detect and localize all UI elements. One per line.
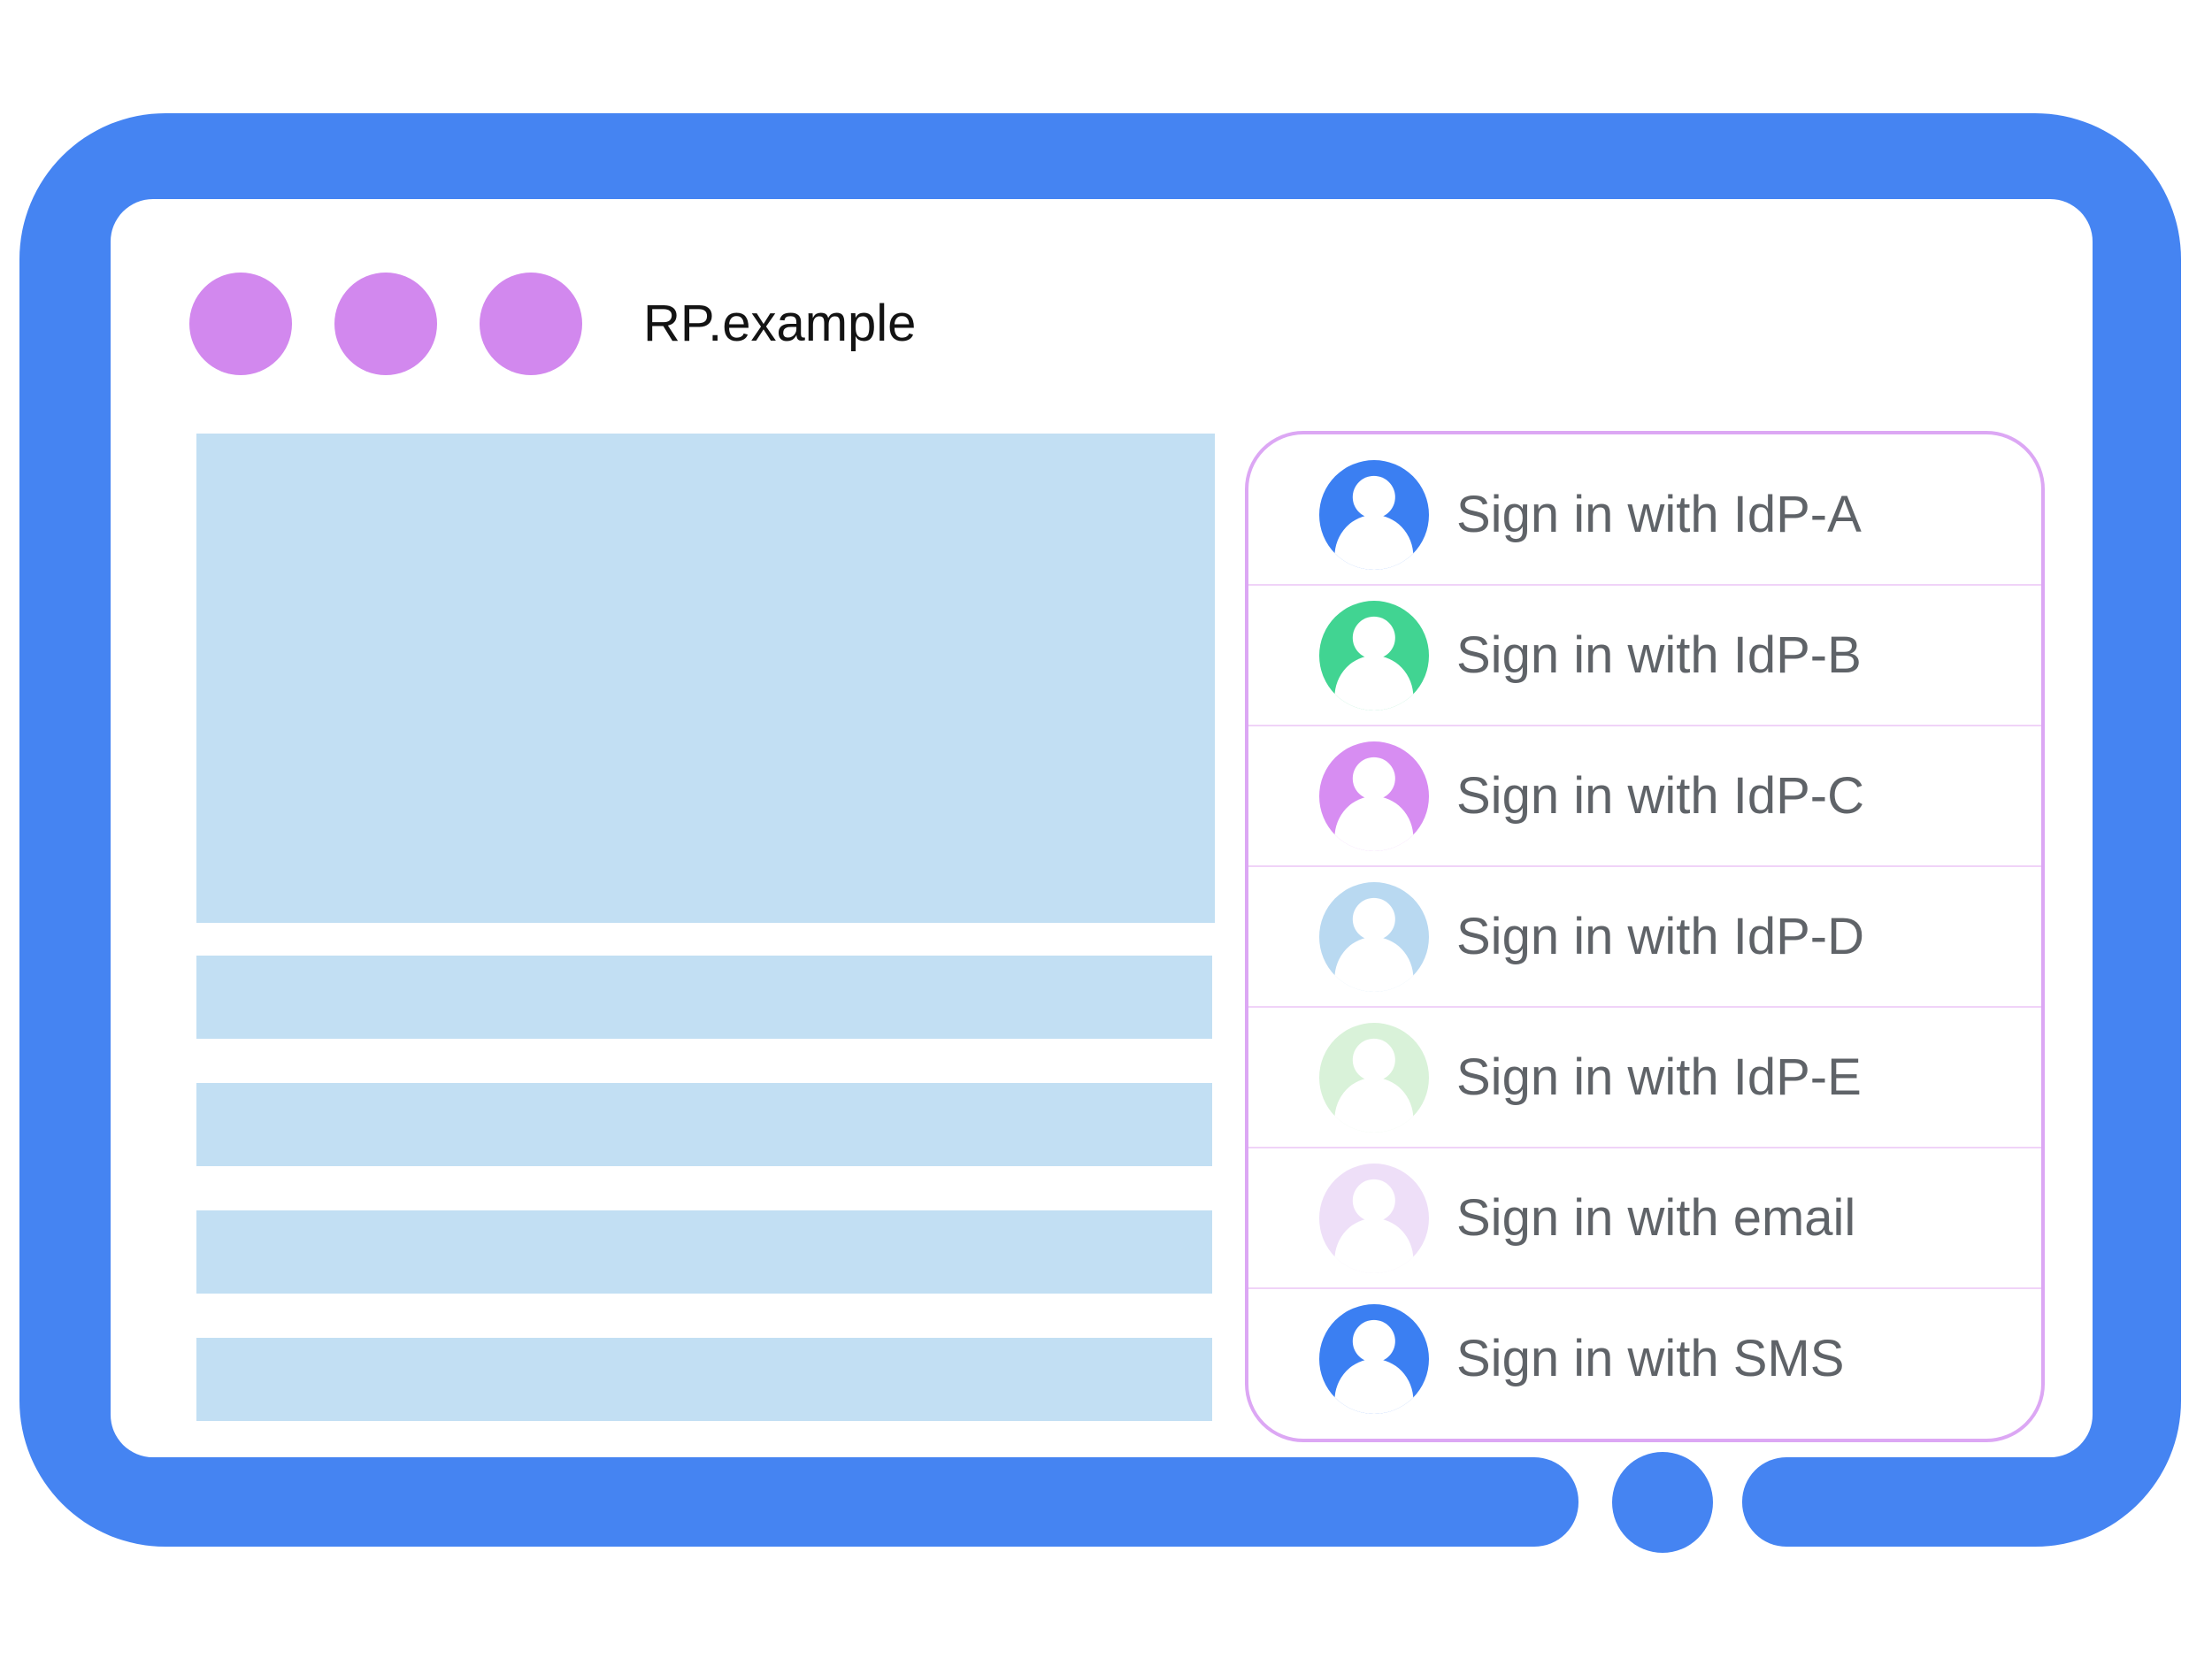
hero-placeholder-block — [196, 434, 1215, 923]
frame-bottom-bar-cap — [1742, 1457, 1831, 1547]
signin-option-label: Sign in with IdP-C — [1456, 767, 1864, 825]
account-icon — [1319, 1303, 1429, 1414]
signin-option-label: Sign in with IdP-A — [1456, 486, 1862, 543]
home-button[interactable] — [1612, 1452, 1713, 1553]
signin-option[interactable]: Sign in with IdP-E — [1248, 1008, 2041, 1148]
account-icon — [1319, 741, 1429, 851]
content-placeholder-bar — [196, 1338, 1212, 1421]
signin-account-chooser-panel: Sign in with IdP-A Sign in with IdP-B Si… — [1245, 431, 2045, 1442]
signin-option[interactable]: Sign in with IdP-B — [1248, 586, 2041, 726]
signin-option[interactable]: Sign in with IdP-C — [1248, 726, 2041, 867]
signin-option-label: Sign in with IdP-B — [1456, 626, 1862, 684]
window-control-dot[interactable] — [480, 273, 582, 375]
frame-bottom-bar-cap — [1490, 1457, 1578, 1547]
window-control-dot[interactable] — [334, 273, 437, 375]
page-title: RP.example — [643, 295, 917, 352]
signin-option-label: Sign in with IdP-D — [1456, 908, 1864, 965]
signin-option[interactable]: Sign in with IdP-D — [1248, 867, 2041, 1008]
content-placeholder-bar — [196, 1083, 1212, 1166]
signin-option-label: Sign in with IdP-E — [1456, 1048, 1862, 1106]
account-icon — [1319, 1163, 1429, 1273]
content-placeholder-bar — [196, 1210, 1212, 1294]
signin-option-label: Sign in with email — [1456, 1189, 1856, 1247]
window-control-dot[interactable] — [189, 273, 292, 375]
account-icon — [1319, 1022, 1429, 1133]
account-icon — [1319, 881, 1429, 992]
signin-option[interactable]: Sign in with IdP-A — [1248, 445, 2041, 586]
signin-option[interactable]: Sign in with email — [1248, 1148, 2041, 1289]
content-placeholder-bar — [196, 956, 1212, 1039]
account-icon — [1319, 600, 1429, 710]
account-icon — [1319, 459, 1429, 570]
signin-option[interactable]: Sign in with SMS — [1248, 1289, 2041, 1428]
signin-option-label: Sign in with SMS — [1456, 1330, 1845, 1387]
